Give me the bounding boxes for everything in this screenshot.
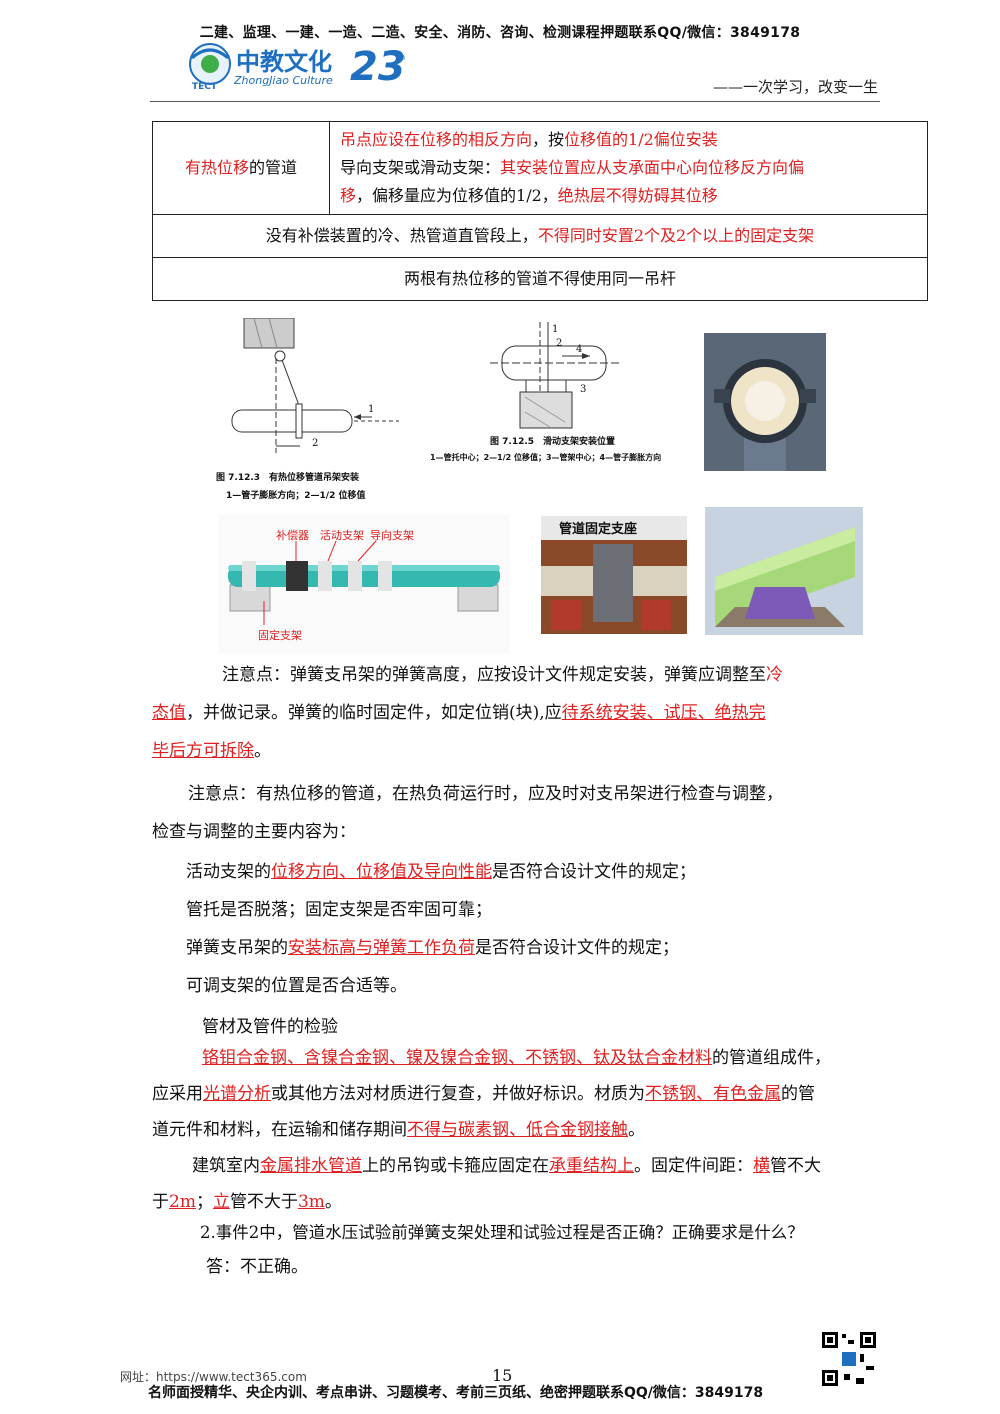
fig-label: 4 bbox=[576, 344, 583, 355]
label-rest: 的管道 bbox=[249, 158, 298, 177]
table-cell-full: 没有补偿装置的冷、热管道直管段上，不得同时安置2个及2个以上的固定支架 bbox=[152, 214, 928, 258]
text-line: 态值，并做记录。弹簧的临时固定件，如定位销(块),应待系统安装、试压、绝热完 bbox=[152, 703, 766, 723]
text-line: 建筑室内金属排水管道上的吊钩或卡箍应固定在承重结构上。固定件间距：横管不大 bbox=[192, 1156, 821, 1176]
pipe-clamp-icon bbox=[714, 359, 816, 471]
label-fixed-support: 固定支架 bbox=[258, 629, 302, 642]
logo-number: 23 bbox=[350, 44, 406, 90]
fig-label: 1 bbox=[368, 404, 375, 415]
logo-en: ZhongJiao Culture bbox=[234, 74, 333, 87]
fig-caption: 图 7.12.3 有热位移管道吊架安装 bbox=[216, 473, 360, 483]
sliding-diagram bbox=[490, 322, 620, 429]
logo-globe-icon: 23 th bbox=[189, 43, 406, 90]
question-text: 2.事件2中，管道水压试验前弹簧支架处理和试验过程是否正确？正确要求是什么？ bbox=[200, 1223, 804, 1242]
section-title: 管材及管件的检验 bbox=[202, 1017, 338, 1037]
table-cell-full: 两根有热位移的管道不得使用同一吊杆 bbox=[152, 257, 928, 301]
list-item: 活动支架的位移方向、位移值及导向性能是否符合设计文件的规定； bbox=[186, 862, 696, 882]
table-line: 移，偏移量应为位移值的1/2，绝热层不得妨碍其位移 bbox=[340, 186, 718, 205]
note-spring-paragraph: 注意点：弹簧支吊架的弹簧高度，应按设计文件规定安装，弹簧应调整至冷 态值，并做记… bbox=[152, 656, 928, 770]
logo-mark: TECT bbox=[192, 82, 218, 92]
footer-banner: 名师面授精华、央企内训、考点串讲、习题模考、考前三页纸、绝密押题联系QQ/微信：… bbox=[148, 1385, 764, 1401]
figure-fixed-support-photo: 管道固定支座 bbox=[541, 516, 687, 634]
table-row: 两根有热位移的管道不得使用同一吊杆 bbox=[152, 257, 928, 301]
text-line: 道元件和材料，在运输和储存期间不得与碳素钢、低合金钢接触。 bbox=[152, 1120, 645, 1140]
text-line: 检查与调整的主要内容为： bbox=[152, 822, 356, 842]
logo-th: th bbox=[396, 53, 405, 63]
fig-label: 3 bbox=[580, 384, 587, 395]
label-guide-support: 导向支架 bbox=[370, 529, 414, 542]
text-line: 应采用光谱分析或其他方法对材质进行复查，并做好标识。材质为不锈钢、有色金属的管 bbox=[152, 1084, 815, 1104]
fig-caption: 图 7.12.5 滑动支架安装位置 bbox=[490, 437, 616, 447]
qr-code bbox=[820, 1330, 878, 1388]
logo-cn: 中教文化 bbox=[236, 48, 332, 76]
fig-label: 1 bbox=[552, 324, 559, 335]
text-line: 注意点：弹簧支吊架的弹簧高度，应按设计文件规定安装，弹簧应调整至冷 bbox=[222, 665, 783, 685]
text-line: 铬钼合金钢、含镍合金钢、镍及镍合金钢、不锈钢、钛及钛合金材料的管道组成件， bbox=[202, 1048, 831, 1068]
list-item: 弹簧支吊架的安装标高与弹簧工作负荷是否符合设计文件的规定； bbox=[186, 938, 679, 958]
text-line: 注意点：有热位移的管道，在热负荷运行时，应及时对支吊架进行检查与调整， bbox=[188, 784, 783, 804]
answer-text: 答：不正确。 bbox=[206, 1257, 308, 1277]
header-divider bbox=[150, 101, 880, 102]
text-line: 毕后方可拆除。 bbox=[152, 741, 271, 761]
qr-code-icon bbox=[820, 1330, 878, 1388]
label-compensator: 补偿器 bbox=[276, 529, 309, 542]
list-item: 可调支架的位置是否合适等。 bbox=[186, 976, 407, 996]
hanger-diagram bbox=[231, 317, 399, 453]
pipeline-diagram bbox=[228, 540, 500, 625]
fig-label: 2 bbox=[312, 438, 319, 449]
label-sliding-support: 活动支架 bbox=[320, 529, 364, 542]
spec-table: 有热位移的管道 吊点应设在位移的相反方向，按位移值的1/2偏位安装 导向支架或滑… bbox=[152, 121, 928, 301]
fig-caption: 1—管托中心；2—1/2 位移值；3—管架中心；4—管子膨胀方向 bbox=[430, 453, 662, 462]
list-item: 管托是否脱落；固定支架是否牢固可靠； bbox=[186, 900, 492, 920]
slogan: ——一次学习，改变一生 bbox=[712, 78, 878, 96]
figure-sliding-drawing: 1 2 4 3 图 7.12.5 滑动支架安装位置 1—管托中心；2—1/2 位… bbox=[430, 322, 686, 470]
figure-pipeline-supports: 补偿器 活动支架 导向支架 固定支架 bbox=[218, 515, 510, 653]
logo: 23 th TECT 中教文化 ZhongJiao Culture bbox=[186, 38, 406, 98]
pipe-render-icon bbox=[715, 527, 855, 627]
table-cell-label: 有热位移的管道 bbox=[152, 121, 330, 215]
fig5-title: 管道固定支座 bbox=[559, 522, 638, 537]
fig-caption: 1—管子膨胀方向；2—1/2 位移值 bbox=[226, 491, 366, 501]
table-line: 导向支架或滑动支架：其安装位置应从支承面中心向位移反方向偏 bbox=[340, 158, 805, 177]
table-row: 没有补偿装置的冷、热管道直管段上，不得同时安置2个及2个以上的固定支架 bbox=[152, 214, 928, 258]
fig-label: 2 bbox=[556, 338, 563, 349]
note-thermal-paragraph: 注意点：有热位移的管道，在热负荷运行时，应及时对支吊架进行检查与调整， 检查与调… bbox=[152, 775, 928, 851]
table-line: 吊点应设在位移的相反方向，按位移值的1/2偏位安装 bbox=[340, 130, 718, 149]
check-list: 活动支架的位移方向、位移值及导向性能是否符合设计文件的规定； 管托是否脱落；固定… bbox=[186, 853, 926, 1005]
header-banner: 二建、监理、一建、一造、二造、安全、消防、咨询、检测课程押题联系QQ/微信：38… bbox=[199, 25, 801, 41]
figure-clamp-photo bbox=[704, 333, 826, 471]
footer-url[interactable]: 网址：https://www.tect365.com bbox=[120, 1370, 307, 1384]
text-line: 于2m；立管不大于3m。 bbox=[152, 1192, 342, 1212]
material-paragraph: 铬钼合金钢、含镍合金钢、镍及镍合金钢、不锈钢、钛及钛合金材料的管道组成件， 应采… bbox=[152, 1040, 928, 1220]
page-number: 15 bbox=[492, 1366, 513, 1385]
table-cell-content: 吊点应设在位移的相反方向，按位移值的1/2偏位安装 导向支架或滑动支架：其安装位… bbox=[329, 121, 928, 215]
figure-hanger-drawing: 1 2 图 7.12.3 有热位移管道吊架安装 1—管子膨胀方向；2—1/2 位… bbox=[214, 317, 410, 504]
table-row: 有热位移的管道 吊点应设在位移的相反方向，按位移值的1/2偏位安装 导向支架或滑… bbox=[152, 121, 928, 215]
fixed-support-icon bbox=[541, 516, 687, 630]
label-red: 有热位移 bbox=[184, 158, 249, 177]
figure-pipe-support-render bbox=[705, 507, 863, 635]
